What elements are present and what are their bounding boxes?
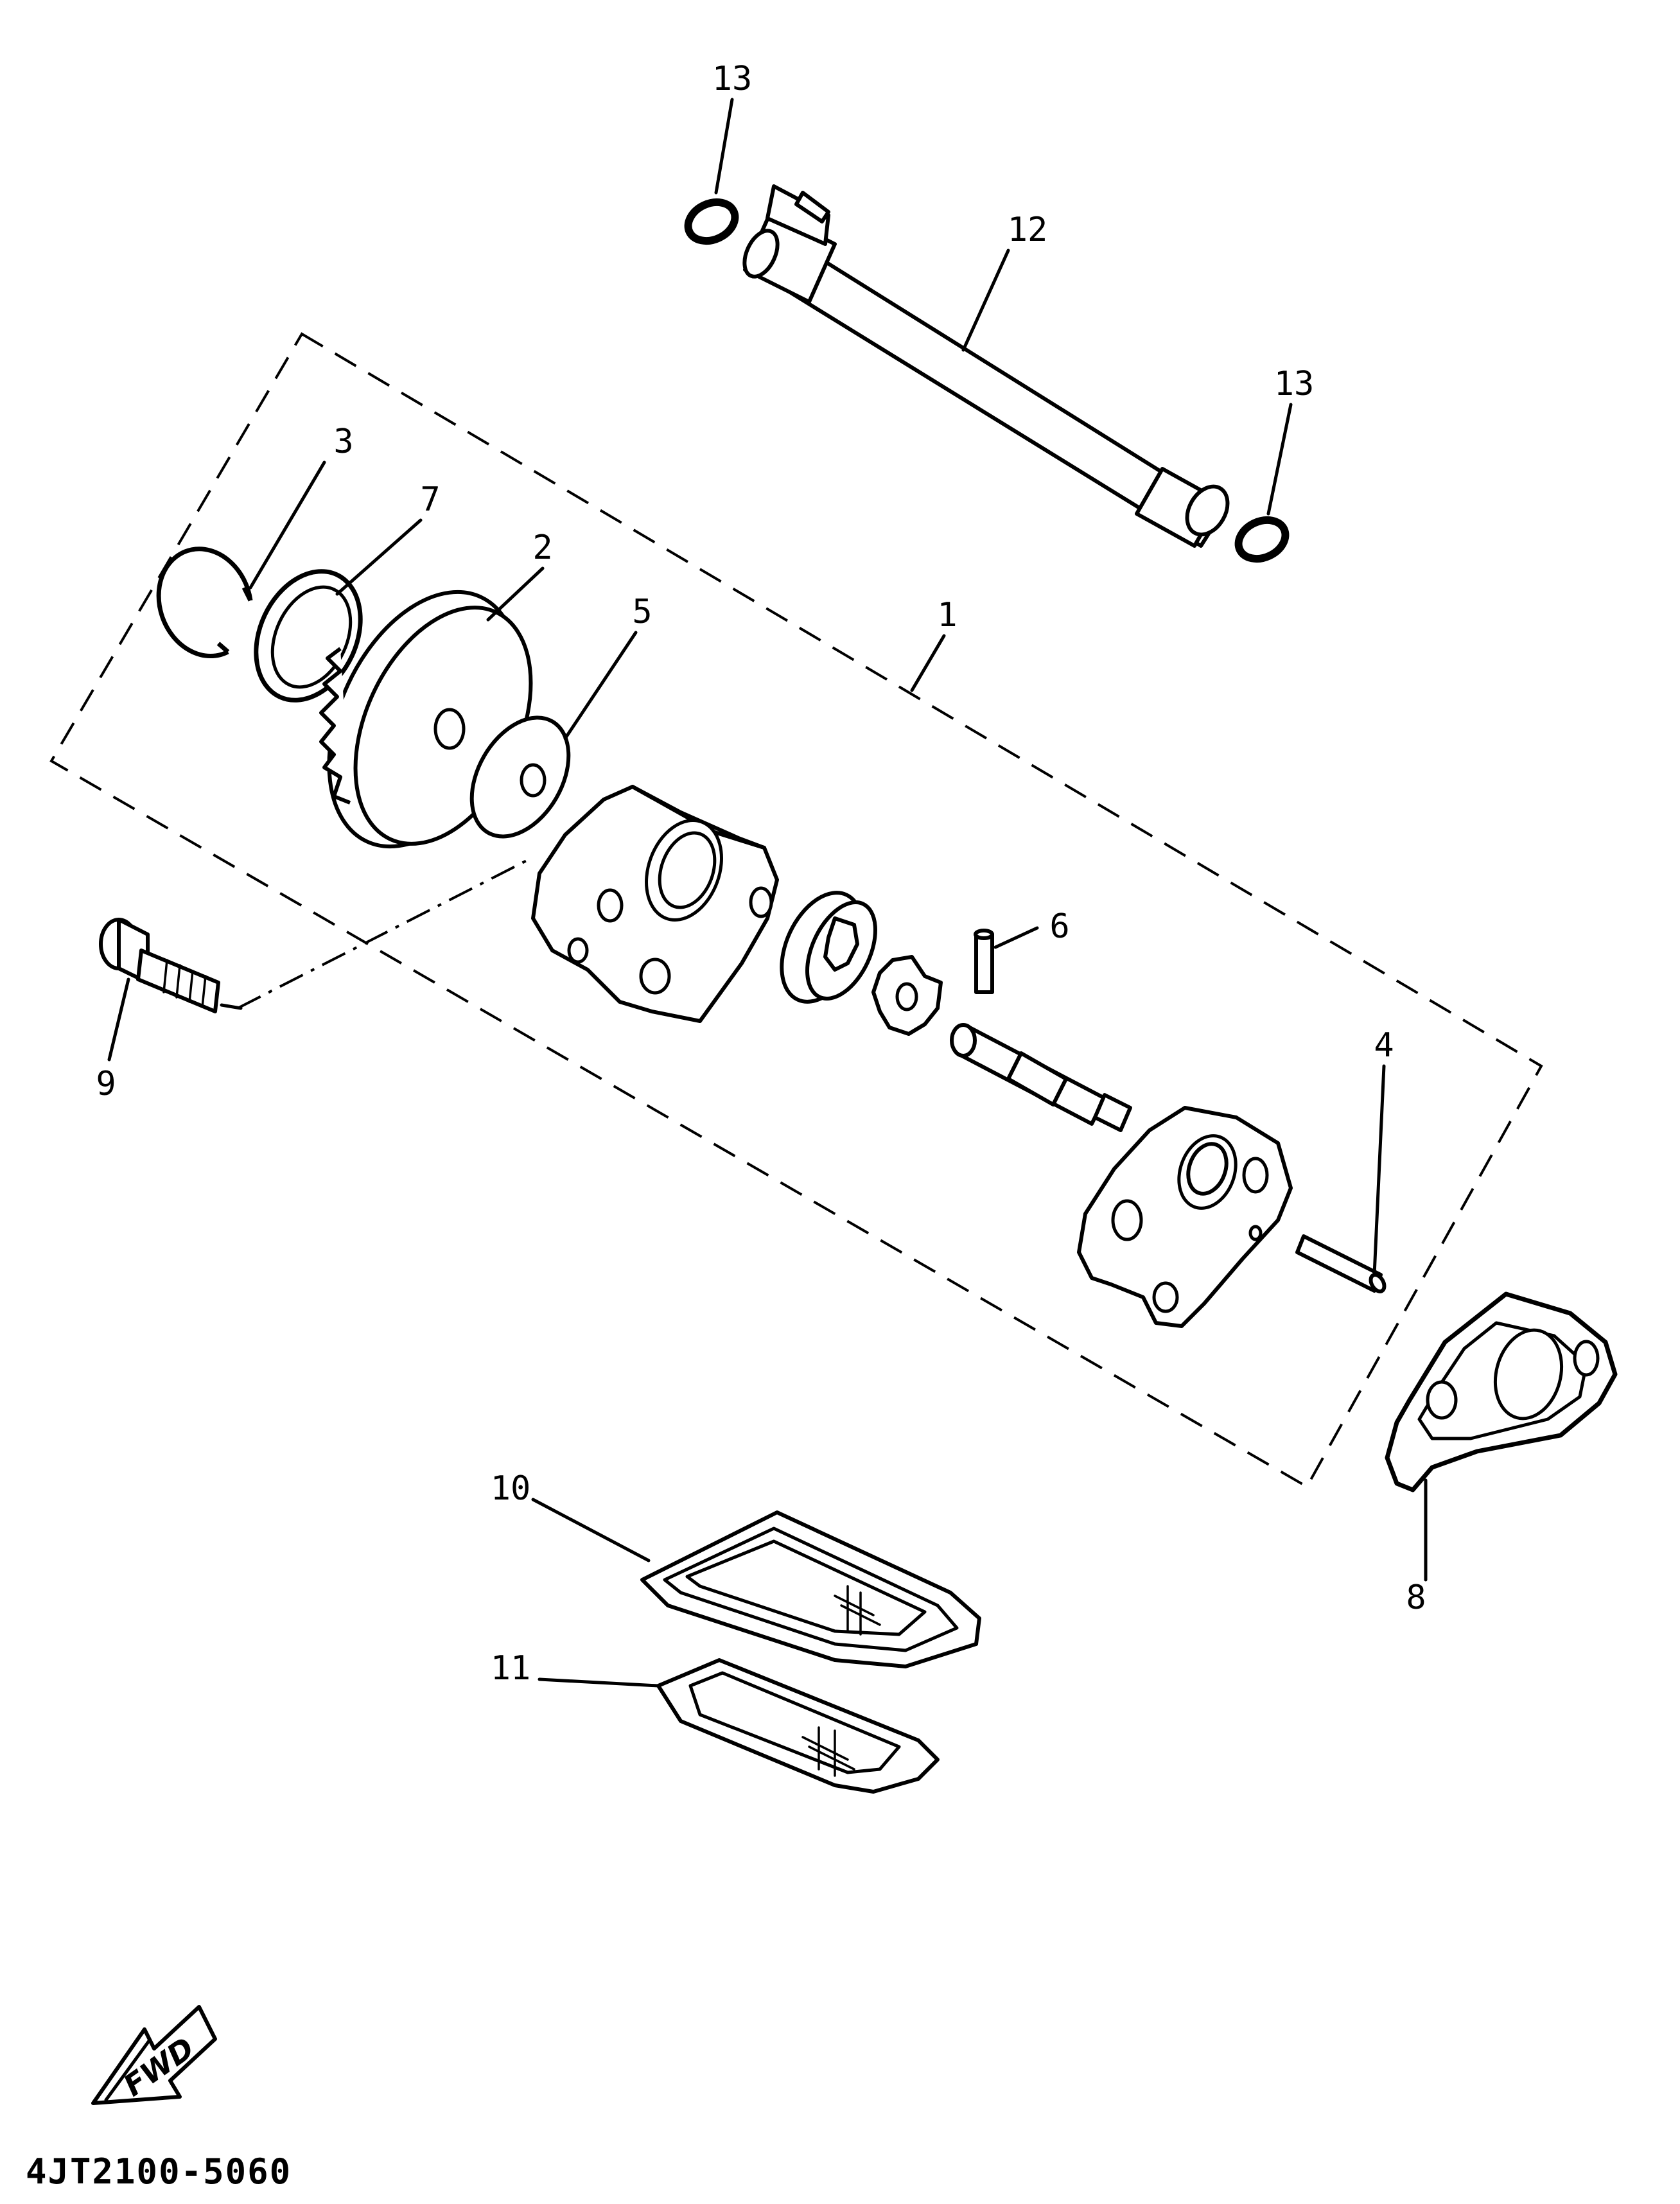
- part-13-o-ring-top: [684, 198, 739, 245]
- callout-13-right: 13: [1274, 365, 1315, 403]
- pump-shaft: [950, 1023, 1132, 1132]
- callout-3: 3: [333, 423, 353, 461]
- callout-11: 11: [491, 1649, 531, 1688]
- callout-10: 10: [491, 1469, 531, 1508]
- forward-direction-arrow: FWD: [91, 2005, 217, 2105]
- callout-1: 1: [937, 596, 957, 634]
- inner-rotor: [871, 955, 943, 1036]
- outer-rotor: [780, 891, 877, 1004]
- assembly-boundary-dashed: [49, 332, 1543, 1489]
- part-6-dowel-pin: [974, 929, 994, 994]
- part-8-gasket: [1385, 1291, 1618, 1492]
- part-10-oil-strainer: [640, 1510, 981, 1668]
- callout-13-top: 13: [712, 60, 753, 98]
- callout-6: 6: [1049, 907, 1069, 946]
- callout-7: 7: [420, 480, 440, 519]
- part-5-plate-washer: [469, 715, 571, 839]
- part-3-circlip: [156, 547, 253, 658]
- callout-2: 2: [532, 529, 552, 567]
- diagram-code: 4JT2100-5060: [26, 2151, 292, 2192]
- callout-5: 5: [632, 593, 652, 631]
- part-7-washer: [254, 569, 363, 703]
- leader-lines: [107, 98, 1428, 1688]
- pump-body: [531, 785, 779, 1023]
- part-2-pump-gear: [319, 590, 533, 849]
- callout-8: 8: [1406, 1579, 1426, 1617]
- pump-cover: [1077, 1106, 1293, 1328]
- callout-4: 4: [1374, 1026, 1394, 1065]
- part-12-shaft: [742, 184, 1230, 548]
- callout-12: 12: [1008, 211, 1048, 249]
- part-9-bolt: [99, 918, 220, 1013]
- part-11-strainer-gasket: [656, 1658, 940, 1794]
- callout-9: 9: [96, 1065, 116, 1103]
- part-13-o-ring-right: [1234, 516, 1290, 563]
- alignment-line: [237, 856, 534, 1010]
